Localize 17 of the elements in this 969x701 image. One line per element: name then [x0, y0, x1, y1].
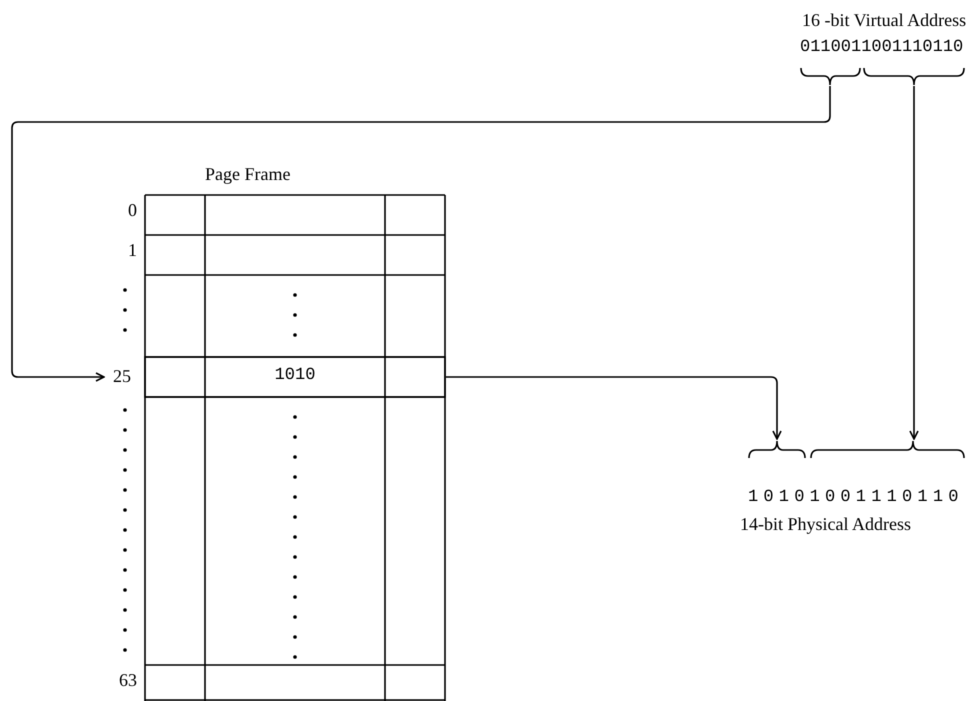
arrow	[446, 376, 782, 440]
address-caption: 16 -bit Virtual Address	[802, 10, 966, 31]
frame-number: 1010	[274, 366, 316, 385]
row-number: 1	[127, 240, 137, 261]
arrow	[11, 86, 831, 382]
offset-brace	[810, 440, 965, 458]
address-bits: 0110011001110110	[800, 38, 964, 57]
row-number: 25	[113, 366, 131, 387]
row-number: 63	[118, 670, 137, 691]
offset-brace	[863, 68, 965, 86]
address-bits: 10101001110110	[748, 488, 964, 507]
arrow	[909, 86, 919, 440]
row-number: 0	[127, 200, 137, 221]
frame-number-brace	[748, 440, 806, 458]
page-number-brace	[800, 68, 861, 86]
table-title: Page Frame	[205, 164, 290, 185]
address-caption: 14-bit Physical Address	[740, 514, 911, 535]
